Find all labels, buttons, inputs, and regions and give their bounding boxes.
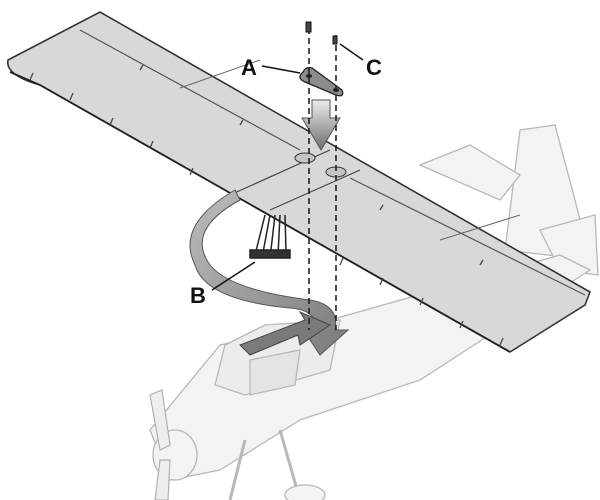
aileron-right bbox=[349, 177, 586, 296]
leader-c bbox=[339, 43, 364, 61]
bolt-guides bbox=[308, 28, 337, 330]
leader-b bbox=[211, 261, 256, 291]
window bbox=[249, 349, 301, 396]
bolt-hole-front bbox=[294, 152, 316, 164]
bolts bbox=[305, 21, 338, 45]
leader-a bbox=[261, 65, 301, 74]
wheel bbox=[284, 484, 326, 500]
leading-edge bbox=[9, 71, 511, 353]
aileron-left bbox=[79, 29, 301, 151]
horizontal-stabilizer-left bbox=[418, 144, 521, 201]
label-b: B bbox=[190, 283, 206, 308]
label-c: C bbox=[366, 55, 382, 80]
servo-leads bbox=[249, 214, 291, 259]
wing-panel bbox=[7, 11, 591, 353]
propeller bbox=[149, 389, 171, 500]
hatch-arrow bbox=[239, 310, 332, 356]
rib-marks bbox=[29, 64, 504, 346]
label-a: A bbox=[241, 55, 257, 80]
mounting-plate bbox=[299, 66, 344, 97]
wing bbox=[7, 11, 591, 353]
flap-line bbox=[179, 59, 521, 241]
down-arrow bbox=[301, 99, 341, 151]
